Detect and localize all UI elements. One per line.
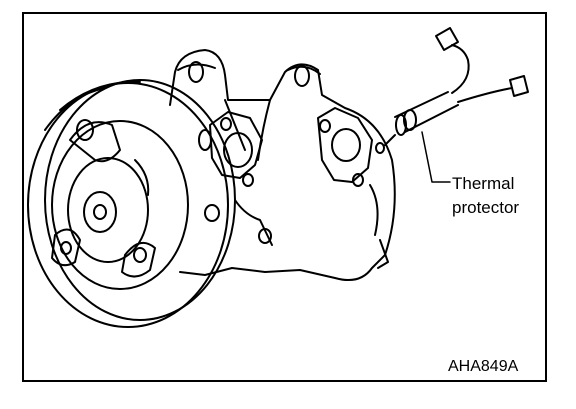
thermal-protector: [376, 28, 528, 153]
valve-ports: [199, 108, 372, 243]
callout-label-line2: protector: [452, 198, 520, 217]
armature-plate: [52, 120, 155, 277]
figure-code: AHA849A: [448, 358, 519, 375]
callout-label-line1: Thermal: [452, 174, 515, 193]
figure-frame: [23, 13, 546, 381]
compressor-body: [170, 50, 395, 280]
clutch-pulley: [28, 80, 235, 327]
connector-right: [510, 76, 528, 96]
connector-upper: [436, 28, 458, 50]
leader-line: [422, 132, 450, 182]
